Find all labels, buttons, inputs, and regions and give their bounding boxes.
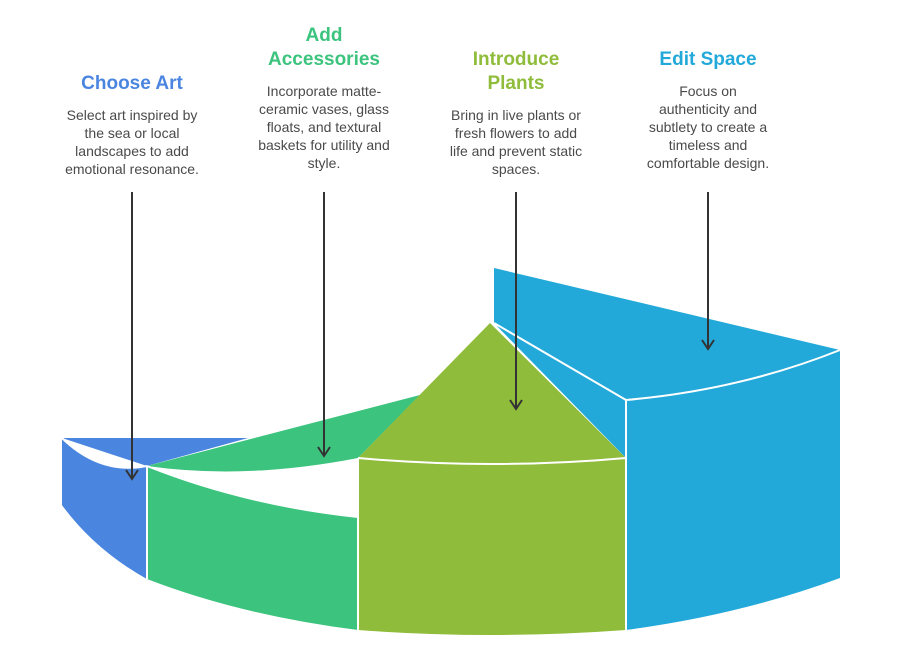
step-title: Edit Space [659,49,757,70]
arrowhead-introduce-plants [509,399,523,411]
step-description: Select art inspired by the sea or local … [65,107,199,177]
step-add-accessories: Add Accessories Incorporate matte- ceram… [232,24,416,172]
segment-edit-space [494,268,840,630]
step-title: Add Accessories [268,25,380,70]
step-edit-space: Edit Space Focus on authenticity and sub… [616,48,800,172]
arrowhead-choose-art [125,469,139,481]
arrowhead-edit-space [701,339,715,351]
step-description: Focus on authenticity and subtlety to cr… [646,83,770,171]
step-choose-art: Choose Art Select art inspired by the se… [40,72,224,178]
step-description: Incorporate matte- ceramic vases, glass … [258,83,390,171]
step-title: Introduce Plants [472,49,560,94]
step-introduce-plants: Introduce Plants Bring in live plants or… [424,48,608,178]
step-description: Bring in live plants or fresh flowers to… [449,107,583,177]
segment-introduce-plants [358,323,626,635]
segment-choose-art [62,438,248,579]
segment-edges [61,322,841,630]
segment-add-accessories [147,395,420,630]
step-title: Choose Art [81,73,183,94]
arrows [125,192,715,481]
arrowhead-add-accessories [317,446,331,458]
